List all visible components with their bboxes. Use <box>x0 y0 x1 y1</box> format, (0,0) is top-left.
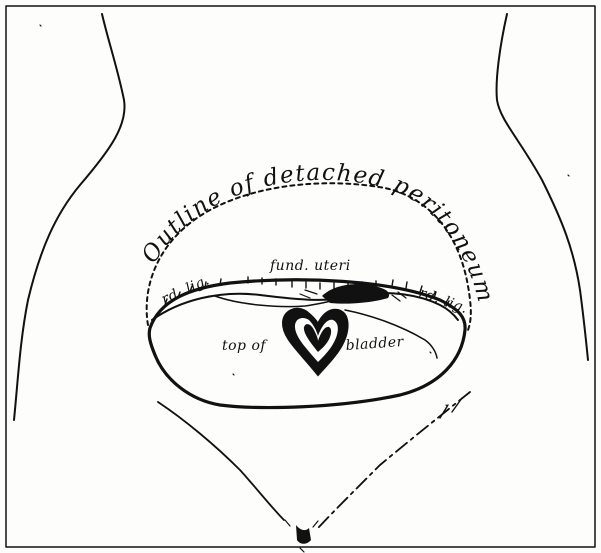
groin-left-line <box>158 402 284 520</box>
torso-left-contour <box>14 14 125 420</box>
pubic-mark <box>296 525 311 544</box>
label-rd-lig-right: rd. lig. <box>417 285 470 317</box>
label-bladder: bladder <box>345 334 405 354</box>
label-top-of: top of <box>222 338 268 354</box>
label-fundus-uteri: fund. uteri <box>269 258 351 274</box>
frame-border <box>6 6 595 547</box>
fundus-shading <box>322 284 389 304</box>
torso-right-contour <box>497 14 588 360</box>
groin-right-line <box>318 392 470 528</box>
